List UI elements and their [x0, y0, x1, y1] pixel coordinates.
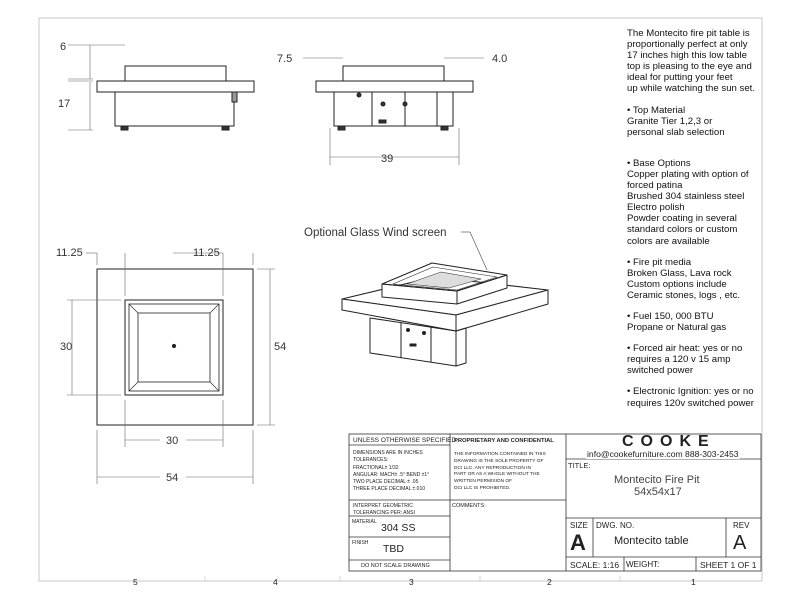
desc-ignition: • Electronic Ignition: yes or no require… [627, 386, 754, 409]
dim-margin-right: 11.25 [193, 247, 220, 259]
zone-number-1: 1 [691, 577, 696, 587]
material-value: 304 SS [381, 522, 416, 534]
dwg-no-label: DWG. NO. [596, 521, 635, 530]
title-label: TITLE: [568, 461, 591, 470]
contact-info: info@cookefurniture.com 888-303-2453 [586, 449, 740, 459]
dim-glass-offset-left: 7.5 [277, 53, 292, 65]
dim-margin-left: 11.25 [56, 247, 83, 259]
isometric-view [341, 231, 549, 367]
size-value: A [570, 530, 586, 555]
dim-table-height: 17 [58, 98, 70, 110]
finish-label: FINISH [352, 540, 369, 546]
glass-windscreen-callout: Optional Glass Wind screen [304, 227, 447, 239]
dwg-no-value: Montecito table [614, 535, 689, 547]
material-label: MATERIAL [352, 519, 377, 525]
proprietary-text: THE INFORMATION CONTAINED IN THIS DRAWIN… [454, 452, 546, 491]
drawing-title-line2: 54x54x17 [634, 486, 682, 498]
top-view [67, 252, 275, 484]
comments-label: COMMENTS: [452, 503, 486, 509]
geometric-tolerancing-note: INTERPRET GEOMETRIC TOLERANCING PER: ANS… [353, 503, 415, 516]
dim-width-front: 39 [381, 153, 393, 165]
dim-glass-offset-right: 4.0 [492, 53, 507, 65]
desc-base-options: • Base Options Copper plating with optio… [627, 157, 749, 247]
finish-value: TBD [383, 543, 404, 555]
sheet-number: SHEET 1 OF 1 [700, 560, 757, 570]
desc-intro: The Montecito fire pit table is proporti… [627, 28, 755, 95]
rev-label: REV [733, 521, 750, 530]
zone-number-4: 4 [273, 577, 278, 587]
weight-label: WEIGHT: [626, 560, 660, 569]
desc-top-material: • Top Material Granite Tier 1,2,3 or per… [627, 104, 725, 138]
zone-number-5: 5 [133, 577, 138, 587]
desc-fire-pit-media: • Fire pit media Broken Glass, Lava rock… [627, 256, 741, 301]
size-label: SIZE [570, 521, 588, 530]
product-description: The Montecito fire pit table is proporti… [627, 28, 795, 419]
dim-outer-bottom: 54 [166, 472, 178, 484]
zone-number-3: 3 [409, 577, 414, 587]
dim-inner-side: 30 [60, 341, 72, 353]
desc-fuel: • Fuel 150, 000 BTU Propane or Natural g… [627, 310, 727, 334]
drawing-title-line1: Montecito Fire Pit [614, 474, 700, 486]
zone-number-2: 2 [547, 577, 552, 587]
proprietary-heading: PROPRIETARY AND CONFIDENTIAL [454, 438, 554, 444]
dim-inner-bottom: 30 [166, 435, 178, 447]
scale-value: SCALE: 1:16 [570, 560, 620, 570]
company-logo: COOKE [622, 433, 716, 450]
tolerance-notes: DIMENSIONS ARE IN INCHES TOLERANCES: FRA… [353, 450, 430, 493]
sheet-border [38, 17, 763, 582]
dim-outer-side: 54 [274, 341, 286, 353]
side-view [68, 44, 255, 131]
rev-value: A [733, 532, 747, 554]
unless-specified-label: UNLESS OTHERWISE SPECIFIED: [353, 437, 458, 444]
dim-top-height: 6 [60, 41, 66, 53]
front-view [303, 57, 484, 165]
do-not-scale-note: DO NOT SCALE DRAWING [361, 563, 430, 569]
title-block-frame [348, 433, 762, 572]
desc-forced-air: • Forced air heat: yes or no requires a … [627, 343, 743, 377]
